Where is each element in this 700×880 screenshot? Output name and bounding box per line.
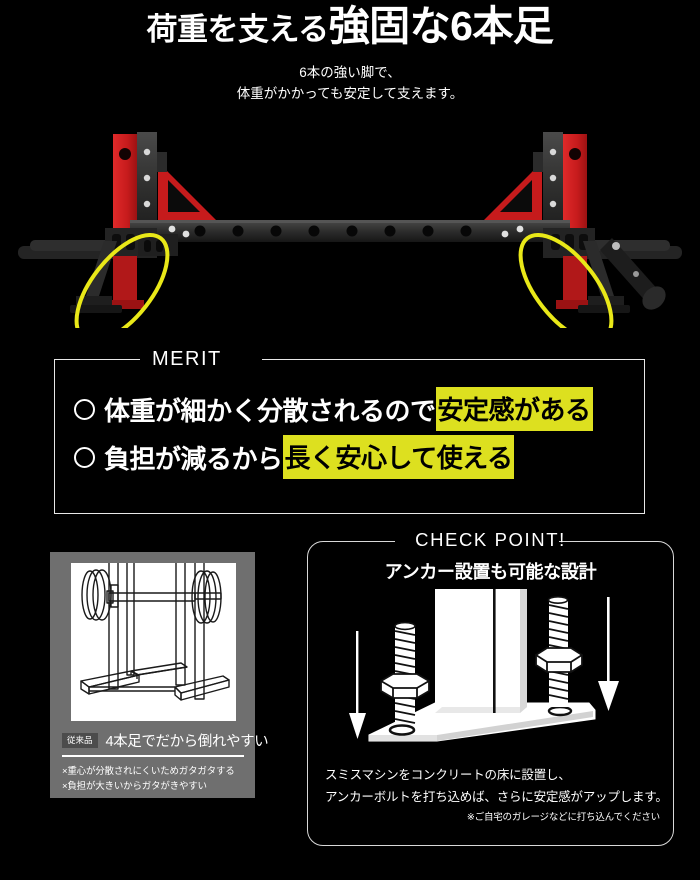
merit-list: 体重が細かく分散されるので 安定感がある 負担が減るから 長く安心して使える — [74, 385, 634, 481]
page-title-part1: 荷重を支える — [146, 12, 330, 47]
conventional-product-panel: 従来品 4本足でだから倒れやすい ×重心が分散されにくいためガタガタする ×負担… — [50, 552, 269, 798]
conventional-note-1: ×重心が分散されにくいためガタガタする — [62, 766, 235, 777]
product-photo — [0, 128, 700, 328]
merit-list-item: 負担が減るから 長く安心して使える — [74, 433, 634, 481]
check-point-caption: スミスマシンをコンクリートの床に設置し、 アンカーボルトを打ち込めば、さらに安定… — [325, 764, 668, 808]
page-title-part2: 強固な6本足 — [328, 3, 554, 49]
check-point-border-gap — [395, 537, 559, 545]
page-title: 荷重を支える強固な6本足 — [0, 6, 700, 47]
bolt-hole-left — [388, 724, 416, 736]
arrow-down-right — [598, 597, 619, 711]
divider — [62, 755, 244, 757]
subtitle: 6本の強い脚で、 体重がかかっても安定して支えます。 — [0, 62, 700, 104]
subtitle-line-2: 体重がかかっても安定して支えます。 — [236, 86, 464, 101]
highlight-ellipse-right — [518, 233, 614, 328]
conventional-caption: 4本足でだから倒れやすい — [105, 734, 269, 750]
merit-item-highlight: 安定感がある — [435, 387, 593, 431]
merit-item-text: 体重が細かく分散されるので — [104, 395, 436, 426]
merit-item-text: 負担が減るから — [104, 443, 283, 474]
conventional-notes: ×重心が分散されにくいためガタガタする ×負担が大きいからガタがきやすい — [62, 764, 235, 794]
anchor-base-plate — [368, 702, 596, 742]
conventional-caption-row: 従来品 4本足でだから倒れやすい — [62, 730, 269, 751]
merit-item-highlight: 長く安心して使える — [282, 435, 515, 479]
merit-label: MERIT — [146, 347, 228, 371]
conventional-note-2: ×負担が大きいからガタがきやすい — [62, 781, 207, 792]
squat-rack-illustration — [0, 128, 700, 328]
arrow-down-left — [349, 631, 366, 739]
subtitle-line-1: 6本の強い脚で、 — [299, 65, 401, 80]
check-point-box: CHECK POINT! アンカー設置も可能な設計 — [307, 529, 674, 846]
merit-box-border — [54, 359, 645, 514]
check-point-title: CHECK POINT! — [415, 529, 566, 550]
highlight-ellipse-left — [74, 233, 170, 328]
conventional-badge: 従来品 — [62, 732, 98, 749]
anchor-bolt-right — [535, 596, 583, 707]
anchor-bolt-left — [380, 621, 430, 724]
conventional-rack-illustration — [71, 563, 236, 721]
check-point-subtitle: アンカー設置も可能な設計 — [384, 562, 597, 582]
machine-post — [435, 589, 527, 713]
merit-box: MERIT 体重が細かく分散されるので 安定感がある 負担が減るから 長く安心し… — [54, 347, 645, 514]
circle-bullet-icon — [74, 446, 95, 468]
check-point-caption-line-2: アンカーボルトを打ち込めば、さらに安定感がアップします。 — [325, 790, 668, 804]
check-point-note: ※ご自宅のガレージなどに打ち込んでください — [466, 812, 660, 823]
merit-list-item: 体重が細かく分散されるので 安定感がある — [74, 385, 634, 433]
anchor-bolt-illustration — [317, 589, 664, 759]
circle-bullet-icon — [74, 398, 95, 420]
check-point-caption-line-1: スミスマシンをコンクリートの床に設置し、 — [325, 768, 571, 782]
